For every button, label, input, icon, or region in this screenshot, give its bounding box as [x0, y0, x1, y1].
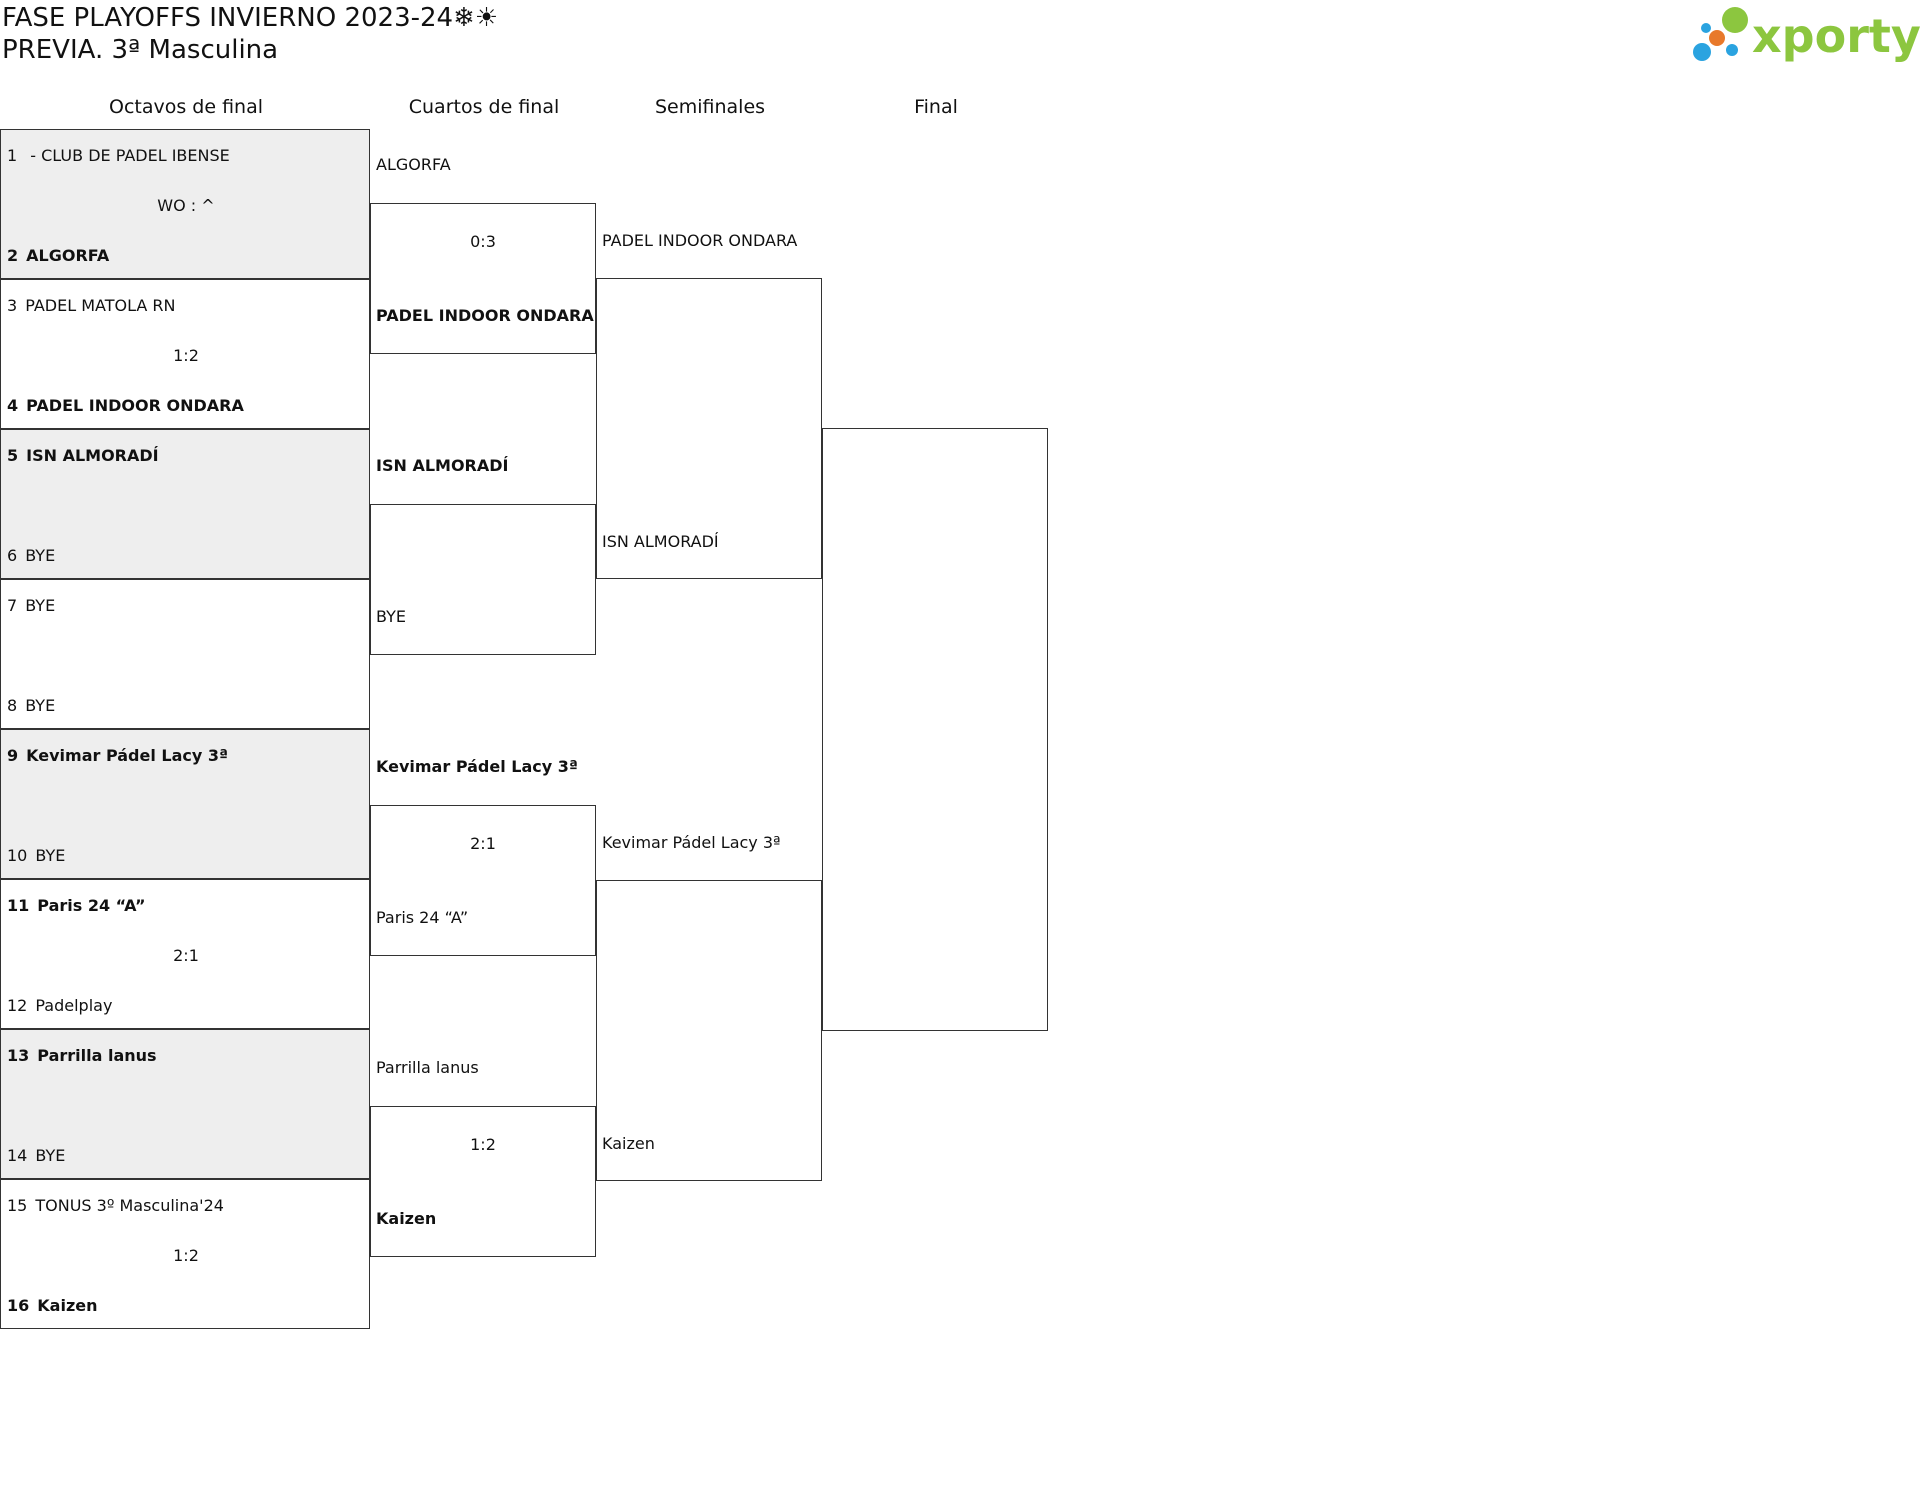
page-title: FASE PLAYOFFS INVIERNO 2023-24❄☀: [2, 3, 499, 33]
round-header-octavos: Octavos de final: [108, 96, 264, 118]
semis-1-team-b: ISN ALMORADÍ: [602, 532, 719, 551]
match-cuartos-4: [370, 1106, 596, 1257]
match-semis-2: [596, 880, 822, 1181]
match-score: 1:2: [470, 1135, 496, 1154]
match-final: [822, 428, 1048, 1031]
logo-text: xporty: [1752, 9, 1920, 63]
logo-dot-blue-small: [1726, 44, 1738, 56]
cuartos-1-team-b: PADEL INDOOR ONDARA: [376, 306, 594, 325]
semis-1-team-a: PADEL INDOOR ONDARA: [602, 231, 798, 250]
match-cuartos-3: [370, 805, 596, 956]
logo-dot-blue: [1693, 43, 1711, 61]
semis-2-team-a: Kevimar Pádel Lacy 3ª: [602, 833, 781, 852]
round-header-final: Final: [914, 96, 958, 118]
match-score: 0:3: [470, 232, 496, 251]
match-score: 2:1: [173, 946, 199, 965]
match-score: WO : ^: [157, 196, 215, 215]
logo-dot-green: [1722, 7, 1748, 33]
match-cuartos-1: [370, 203, 596, 354]
match-score: 1:2: [173, 1246, 199, 1265]
semis-2-team-b: Kaizen: [602, 1134, 655, 1153]
cuartos-2-team-b: BYE: [376, 607, 406, 626]
cuartos-2-team-a: ISN ALMORADÍ: [376, 456, 509, 475]
cuartos-3-team-b: Paris 24 “A”: [376, 908, 469, 927]
match-semis-1: [596, 278, 822, 579]
cuartos-1-team-a: ALGORFA: [376, 155, 451, 174]
round-header-semis: Semifinales: [654, 96, 766, 118]
match-cuartos-2: [370, 504, 596, 655]
cuartos-4-team-a: Parrilla lanus: [376, 1058, 479, 1077]
xporty-logo: xporty: [1693, 7, 1920, 63]
match-score: 2:1: [470, 834, 496, 853]
cuartos-3-team-a: Kevimar Pádel Lacy 3ª: [376, 757, 578, 776]
round-header-cuartos: Cuartos de final: [408, 96, 560, 118]
match-score: 1:2: [173, 346, 199, 365]
logo-dot-orange: [1709, 30, 1725, 46]
page-subtitle: PREVIA. 3ª Masculina: [2, 35, 279, 65]
logo-dot-blue-tiny: [1701, 23, 1711, 33]
team-line: 1 - CLUB DE PADEL IBENSE: [7, 146, 230, 165]
cuartos-4-team-b: Kaizen: [376, 1209, 437, 1228]
